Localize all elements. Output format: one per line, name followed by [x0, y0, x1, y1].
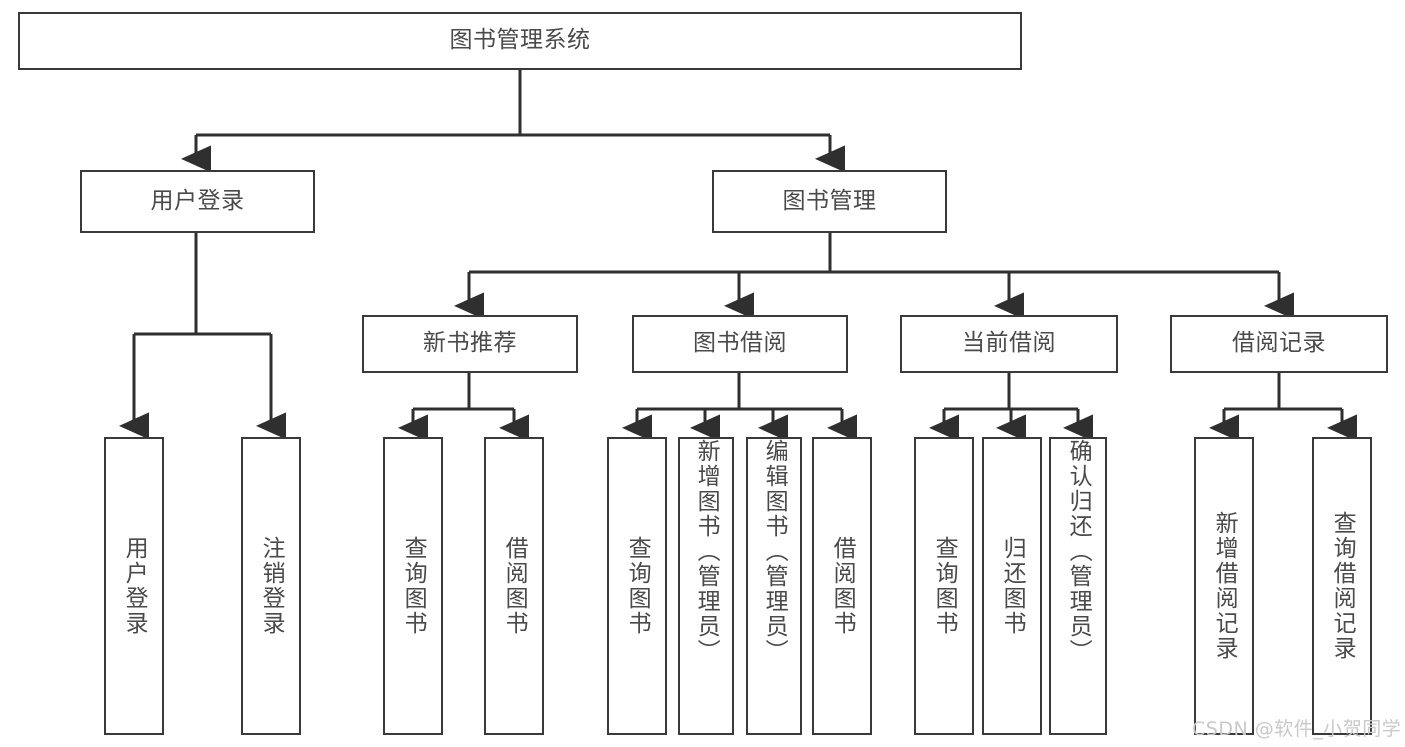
node-leaf-query-book-2[interactable]: 查询图书: [607, 437, 667, 735]
node-leaf-borrow-book-2[interactable]: 借阅图书: [812, 437, 872, 735]
node-book-management-label: 图书管理: [782, 187, 877, 214]
node-leaf-user-login-label: 用户登录: [121, 536, 148, 636]
node-current-borrow[interactable]: 当前借阅: [900, 315, 1118, 373]
node-book-borrow-label: 图书借阅: [693, 330, 787, 357]
node-new-book-recommend[interactable]: 新书推荐: [362, 315, 578, 373]
node-current-borrow-label: 当前借阅: [962, 330, 1056, 357]
node-borrow-record[interactable]: 借阅记录: [1170, 315, 1388, 373]
node-book-borrow[interactable]: 图书借阅: [632, 315, 848, 373]
node-user-login[interactable]: 用户登录: [80, 170, 315, 233]
node-leaf-add-book[interactable]: 新增图书（管理员）: [678, 437, 734, 735]
node-leaf-query-record[interactable]: 查询借阅记录: [1312, 437, 1372, 735]
node-new-book-recommend-label: 新书推荐: [423, 330, 517, 357]
node-leaf-edit-book[interactable]: 编辑图书（管理员）: [746, 437, 802, 735]
watermark-text: CSDN @软件_小贺同学: [1192, 718, 1402, 740]
node-leaf-query-record-label: 查询借阅记录: [1329, 511, 1356, 661]
node-leaf-confirm-return-label: 确认归还（管理员）: [1065, 439, 1092, 664]
node-leaf-return-book-label: 归还图书: [999, 536, 1026, 636]
node-leaf-return-book[interactable]: 归还图书: [982, 437, 1042, 735]
node-leaf-borrow-book-1-label: 借阅图书: [501, 536, 528, 636]
node-leaf-query-book-3-label: 查询图书: [931, 536, 958, 636]
node-leaf-edit-book-label: 编辑图书（管理员）: [761, 439, 788, 664]
node-leaf-add-record-label: 新增借阅记录: [1211, 511, 1238, 661]
node-user-login-label: 用户登录: [150, 187, 245, 214]
node-leaf-borrow-book-1[interactable]: 借阅图书: [484, 437, 544, 735]
node-leaf-add-book-label: 新增图书（管理员）: [693, 439, 720, 664]
node-leaf-query-book-2-label: 查询图书: [624, 536, 651, 636]
node-leaf-user-login[interactable]: 用户登录: [104, 437, 164, 735]
node-leaf-query-book-1[interactable]: 查询图书: [383, 437, 443, 735]
node-leaf-query-book-1-label: 查询图书: [400, 536, 427, 636]
node-leaf-logout-login-label: 注销登录: [258, 536, 285, 636]
node-leaf-confirm-return[interactable]: 确认归还（管理员）: [1049, 437, 1107, 735]
node-leaf-logout-login[interactable]: 注销登录: [241, 437, 301, 735]
node-book-management[interactable]: 图书管理: [712, 170, 947, 233]
node-root[interactable]: 图书管理系统: [18, 12, 1022, 70]
node-leaf-add-record[interactable]: 新增借阅记录: [1194, 437, 1254, 735]
node-leaf-borrow-book-2-label: 借阅图书: [829, 536, 856, 636]
node-leaf-query-book-3[interactable]: 查询图书: [914, 437, 974, 735]
node-borrow-record-label: 借阅记录: [1232, 330, 1326, 357]
node-root-label: 图书管理系统: [449, 27, 591, 54]
